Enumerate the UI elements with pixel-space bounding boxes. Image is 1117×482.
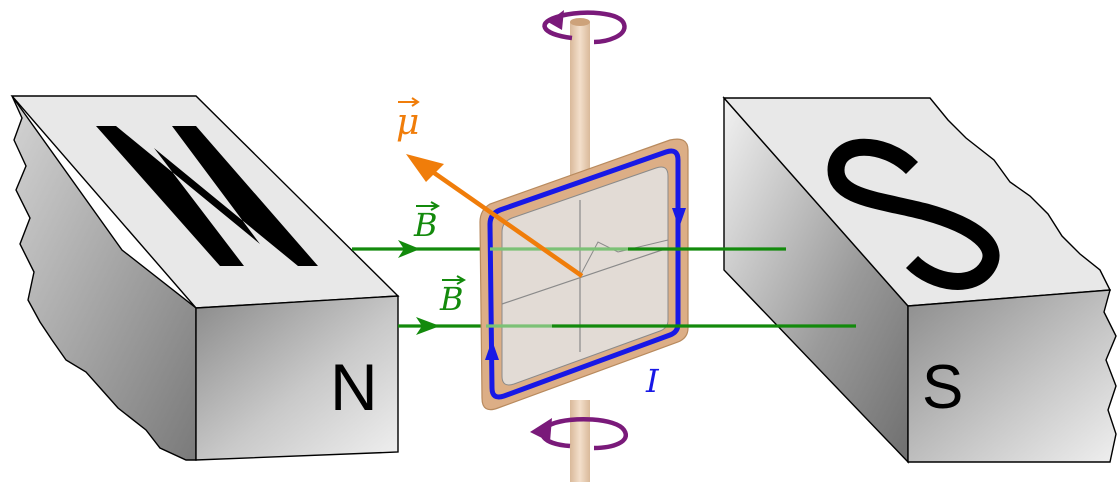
north-top-letter-n	[96, 126, 318, 266]
field-lines-front	[398, 240, 856, 335]
field-direction-arrow-icon	[416, 317, 440, 335]
label-b-upper-vector-arrow	[416, 201, 441, 211]
moment-shaft	[428, 168, 584, 278]
current-loop	[479, 138, 689, 411]
label-b-upper: B	[413, 201, 441, 244]
north-magnet: N	[10, 95, 400, 461]
label-b-upper-text: B	[413, 206, 438, 244]
label-b-lower: B	[439, 275, 467, 318]
south-magnet-front-face	[907, 289, 1117, 463]
moment-arrowhead	[406, 154, 444, 182]
south-magnet: S	[722, 96, 1117, 464]
current-path	[487, 148, 681, 400]
label-mu-text: μ	[396, 102, 419, 143]
rotation-arrow-bottom-icon	[530, 417, 628, 451]
loop-perspective-hint	[579, 239, 669, 277]
label-current: I	[645, 362, 660, 400]
axle-top-cap	[570, 18, 590, 26]
field-direction-arrow-icon	[398, 240, 420, 258]
label-mu-vector-arrow	[398, 97, 420, 107]
rotation-arrow-top-icon	[542, 10, 627, 45]
south-front-letter: S	[922, 353, 963, 422]
current-direction-arrow-icon	[672, 208, 686, 228]
south-top-letter-s	[827, 138, 1000, 290]
north-magnet-side-face	[11, 95, 197, 461]
label-b-lower-text: B	[439, 280, 464, 318]
north-magnet-front-face	[195, 295, 399, 461]
magnetic-moment-vector	[406, 154, 584, 278]
axle-lower-segment	[570, 400, 590, 482]
current-direction-arrow-icon	[485, 340, 499, 360]
loop-axis-horizontal	[501, 247, 669, 305]
field-lines-back	[352, 247, 490, 328]
label-mu: μ	[396, 97, 420, 143]
north-front-letter: N	[330, 350, 378, 424]
label-b-lower-vector-arrow	[442, 275, 467, 285]
